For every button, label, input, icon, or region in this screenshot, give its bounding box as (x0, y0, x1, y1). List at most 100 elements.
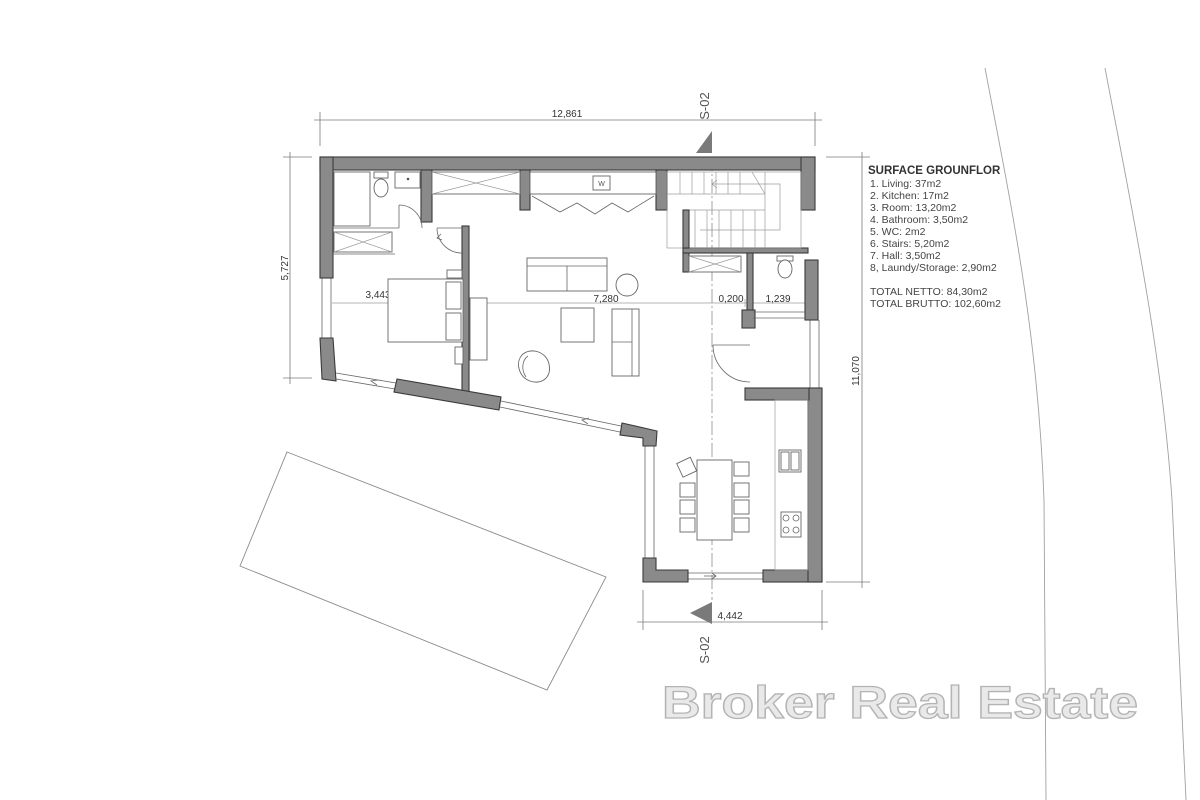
watermark: Broker Real Estate (662, 677, 1138, 728)
stairs-outline (666, 171, 802, 249)
dining-chair (679, 499, 696, 515)
west-dimension-label: 5,727 (280, 255, 291, 280)
dining-table (696, 459, 733, 541)
terrace-outline (239, 451, 607, 691)
west-dimension: 5,727 (280, 152, 312, 384)
wall-west-upper (319, 156, 334, 279)
section-arrow-south (690, 602, 712, 624)
south-window-2-line-outer (500, 400, 622, 427)
section-label-south: S-02 (697, 636, 712, 663)
staircase (666, 171, 802, 249)
dining-chair (733, 461, 750, 477)
chair-small (454, 346, 464, 365)
sink-drain (406, 177, 410, 181)
wall-dining-corner-north (619, 422, 658, 447)
dining-chair (679, 482, 696, 498)
storage-box-north-cross (431, 171, 521, 195)
wc-toilet (777, 259, 793, 279)
desk (469, 297, 488, 361)
section-arrow-north (696, 131, 712, 153)
legend-item-wc: 5. WC: 2m2 (870, 226, 926, 238)
wall-stairs-lower-west (682, 209, 690, 249)
wall-bathroom-partition (420, 169, 433, 223)
lounge-chair-back (522, 355, 529, 378)
north-dimension: 12,861 (314, 109, 822, 146)
coffee-table (560, 307, 595, 343)
section-label-north: S-02 (697, 92, 712, 119)
stair-arrow-head (711, 179, 718, 189)
folding-doors (531, 195, 655, 215)
wall-dimension-label: 0,200 (718, 294, 743, 305)
dining-south-door-arrow (704, 572, 717, 580)
dining-chair (733, 517, 750, 533)
dining-chair (676, 456, 698, 478)
legend-item-living: 1. Living: 37m2 (870, 178, 941, 190)
walls (319, 156, 823, 583)
legend-item-stairs: 6. Stairs: 5,20m2 (870, 238, 950, 250)
burner (782, 526, 790, 534)
burner (792, 514, 800, 522)
south-window-2-line-inner (499, 406, 621, 433)
burner (792, 526, 800, 534)
section-marker-south: S-02 (690, 602, 712, 664)
lounge-chair (518, 350, 550, 383)
shower (333, 171, 371, 227)
wall-storage-kitchen (519, 169, 531, 211)
washer-label: W (598, 181, 605, 188)
pillow-1 (445, 281, 462, 310)
pillow-2 (445, 312, 462, 341)
hall-door (712, 344, 751, 383)
legend-item-hall: 7. Hall: 3,50m2 (870, 250, 941, 262)
stair-direction-arrow (700, 183, 781, 231)
bathroom-door-swing (398, 204, 423, 229)
wall-dining-corner-south (642, 557, 689, 583)
wall-east (807, 387, 823, 583)
windows (321, 278, 820, 580)
stair-landing-diagonal (751, 171, 766, 195)
laundry-storage (333, 171, 742, 273)
hall-door-swing (712, 344, 751, 383)
wall-stairs-east (800, 156, 816, 211)
legend-total-brutto: TOTAL BRUTTO: 102,60m2 (870, 298, 1001, 310)
wall-south-segment (393, 378, 502, 411)
wc-dimension-label: 1,239 (765, 294, 790, 305)
south-window-1-line-outer (335, 372, 397, 384)
kitchen-counter-east (774, 399, 809, 571)
legend-item-kitchen: 2. Kitchen: 17m2 (870, 190, 949, 202)
legend-title: SURFACE GROUNFLOR (868, 165, 1001, 177)
south-dimension-label: 4,442 (717, 611, 742, 622)
sofa-east (611, 308, 640, 377)
surface-legend: SURFACE GROUNFLOR 1. Living: 37m2 2. Kit… (868, 165, 1001, 310)
bathroom (333, 171, 423, 229)
toilet-tank (373, 171, 389, 179)
bedroom-door-swing (436, 227, 463, 254)
bedroom (387, 227, 488, 365)
north-dimension-label: 12,861 (552, 109, 583, 120)
wall-wc-west (746, 252, 754, 313)
wall-laundry-west (682, 252, 690, 273)
wall-kitchen-stairs (655, 169, 668, 211)
east-dimension: 11,070 (826, 152, 870, 588)
wc (753, 255, 805, 319)
wall-north (319, 156, 816, 171)
living-room (518, 257, 640, 383)
legend-item-room: 3. Room: 13,20m2 (870, 202, 957, 214)
washer-box (592, 175, 611, 191)
living-dimension-label: 7,280 (593, 294, 618, 305)
laundry-box-hall-cross (688, 255, 742, 273)
wall-west-lower (319, 337, 337, 382)
legend-item-bathroom: 4. Bathroom: 3,50m2 (870, 214, 968, 226)
wall-wc-east (804, 259, 819, 321)
kitchen-north: W (529, 171, 657, 215)
site-lines (984, 67, 1187, 800)
dining-chair (733, 499, 750, 515)
wall-hall-north (744, 387, 810, 401)
burner (782, 514, 790, 522)
bedroom-door-arrow (436, 233, 443, 241)
dining-area (676, 456, 750, 541)
bedroom-dimension-label: 3,443 (365, 290, 390, 301)
dining-chair (679, 517, 696, 533)
site-line-inner (984, 67, 1047, 800)
wall-hall-stub (741, 309, 756, 329)
